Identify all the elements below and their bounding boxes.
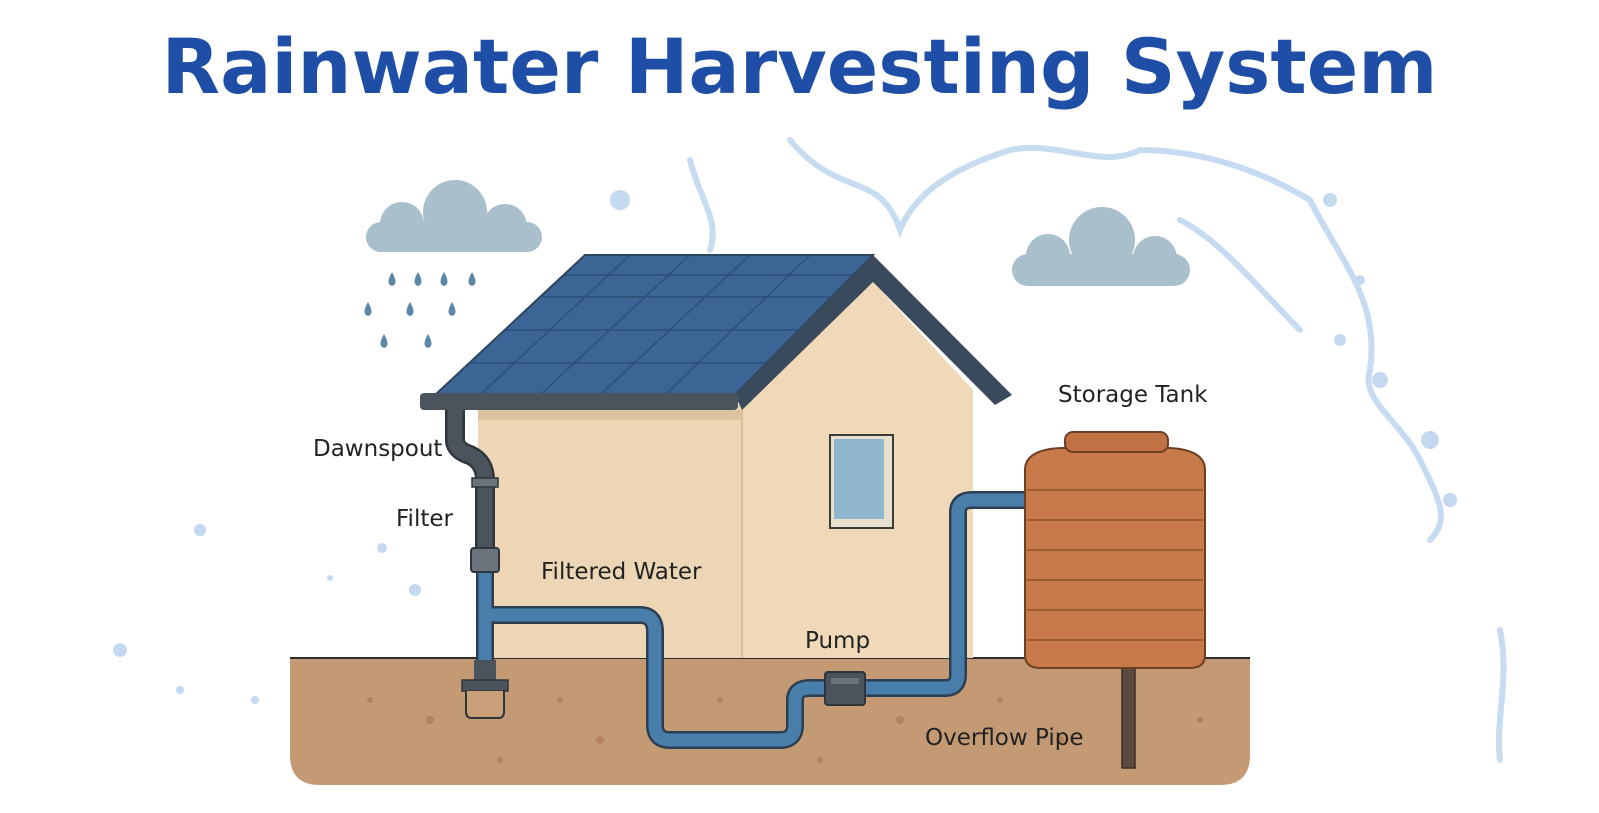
water-splash	[687, 137, 1507, 763]
cloud-icon	[1012, 207, 1190, 286]
label-filter: Filter	[396, 506, 454, 532]
page-title: Rainwater Harvesting System	[161, 22, 1438, 111]
label-storage-tank: Storage Tank	[1058, 382, 1208, 408]
ground	[290, 658, 1250, 785]
raindrops	[364, 272, 476, 348]
soil-specks	[367, 697, 1203, 763]
cloud-icon	[366, 180, 542, 252]
water-droplets	[113, 190, 1457, 704]
label-downspout: Dawnspout	[313, 436, 442, 462]
label-pump: Pump	[805, 628, 870, 654]
overflow-pipe	[1121, 667, 1136, 769]
window	[829, 434, 894, 529]
pump	[824, 671, 866, 706]
downspout	[445, 410, 499, 560]
storage-tank	[1024, 431, 1206, 769]
label-overflow-pipe: Overflow Pipe	[925, 725, 1084, 751]
drain-cap	[461, 660, 509, 719]
label-filtered-water: Filtered Water	[541, 559, 702, 585]
house	[420, 254, 1012, 658]
filter	[470, 547, 500, 573]
gutter	[420, 393, 738, 410]
